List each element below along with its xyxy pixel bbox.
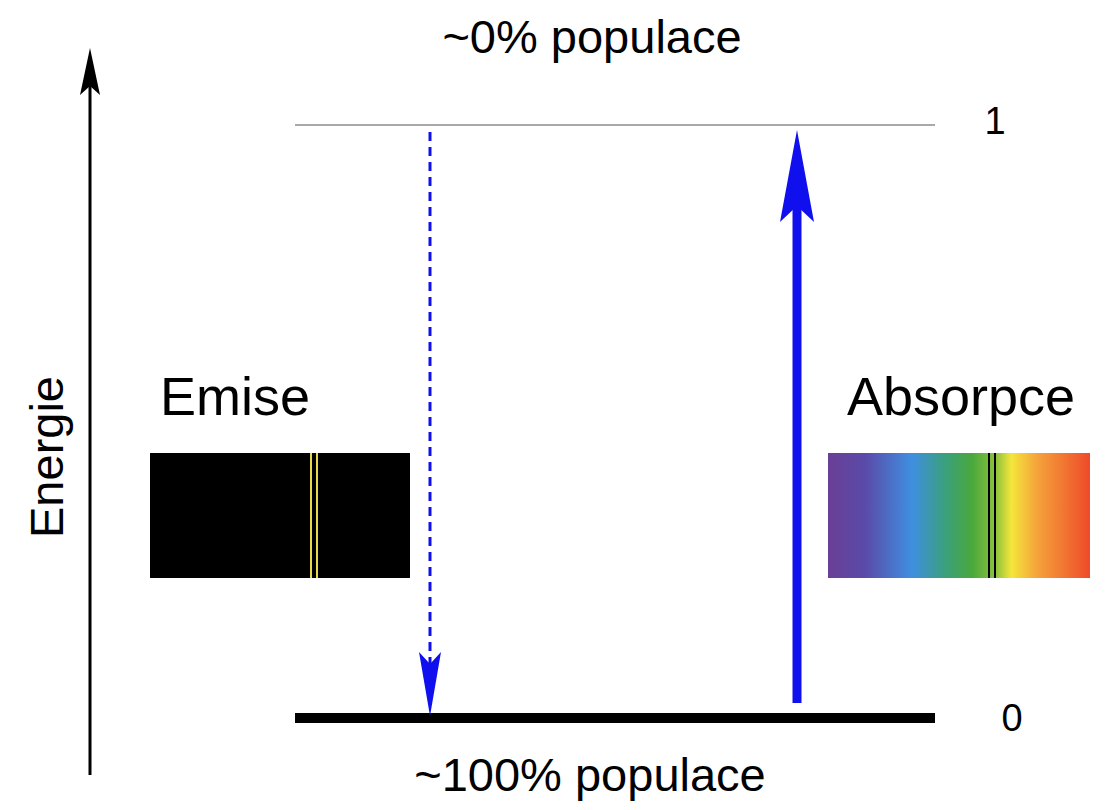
energy-axis — [89, 70, 92, 775]
spectrum-title: Absorpce — [847, 369, 1075, 423]
axis-arrowhead — [80, 48, 100, 95]
level-number: 0 — [1001, 699, 1022, 737]
absorption-arrow — [793, 200, 802, 703]
spectrum-title: Emise — [160, 369, 310, 423]
emission-arrowhead — [419, 652, 441, 716]
absorption-arrowhead — [780, 130, 814, 222]
population-label: ~100% populace — [414, 751, 766, 798]
emission-line — [310, 453, 312, 578]
axis-title: Energie — [23, 376, 70, 538]
population-label: ~0% populace — [442, 13, 741, 60]
absorption-line — [994, 453, 996, 578]
ground-level — [295, 713, 935, 723]
upper-level — [295, 124, 935, 125]
emission-spectrum — [150, 453, 410, 578]
level-number: 1 — [984, 102, 1005, 140]
emission-arrow — [429, 132, 432, 665]
emission-line — [316, 453, 318, 578]
absorption-spectrum — [828, 453, 1090, 578]
absorption-line — [988, 453, 990, 578]
